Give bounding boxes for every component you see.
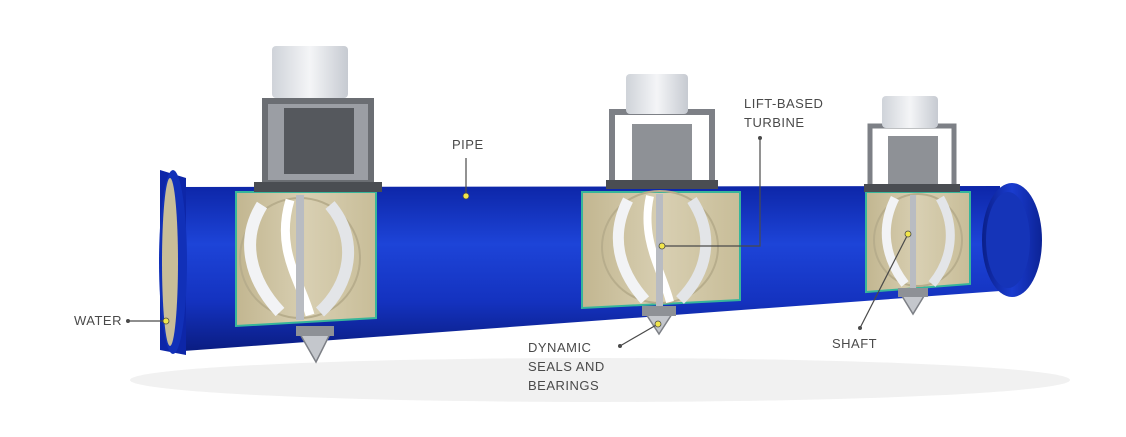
cutaway-section-2 (581, 190, 741, 310)
dynamic-seals-label: DYNAMIC SEALS AND BEARINGS (528, 338, 605, 395)
turbine-icon (612, 194, 712, 306)
water-label: WATER (74, 311, 122, 330)
bearing-icon (898, 288, 928, 316)
pipe-label-text: PIPE (452, 137, 484, 152)
right-flange (982, 183, 1042, 297)
leader-water (126, 317, 170, 325)
lift-based-turbine-label: LIFT-BASED TURBINE (744, 94, 823, 132)
dyn-label-line-2: SEALS AND (528, 359, 605, 374)
shaft-label: SHAFT (832, 334, 877, 353)
generator-icon (606, 74, 718, 189)
leader-pipe (462, 158, 470, 200)
ground-shadow (130, 358, 1070, 402)
bearing-icon (296, 326, 334, 364)
turbine-icon (244, 195, 355, 320)
turbine-icon (881, 195, 955, 290)
dyn-label-line-3: BEARINGS (528, 378, 600, 393)
lift-label-line-2: TURBINE (744, 115, 805, 130)
leader-dynamic-seals (618, 320, 662, 348)
lift-label-line-1: LIFT-BASED (744, 96, 824, 111)
leader-lift-turbine (658, 136, 762, 250)
cutaway-section-3 (865, 191, 971, 294)
leader-shaft (858, 230, 912, 330)
generator-icon (864, 96, 960, 192)
dyn-label-line-1: DYNAMIC (528, 340, 592, 355)
pipe-label: PIPE (452, 135, 484, 154)
water-surface (162, 178, 178, 346)
left-flange (159, 170, 187, 355)
generator-icon (254, 46, 382, 192)
water-label-text: WATER (74, 313, 122, 328)
cutaway-section-1 (235, 191, 377, 328)
shaft-label-text: SHAFT (832, 336, 878, 351)
